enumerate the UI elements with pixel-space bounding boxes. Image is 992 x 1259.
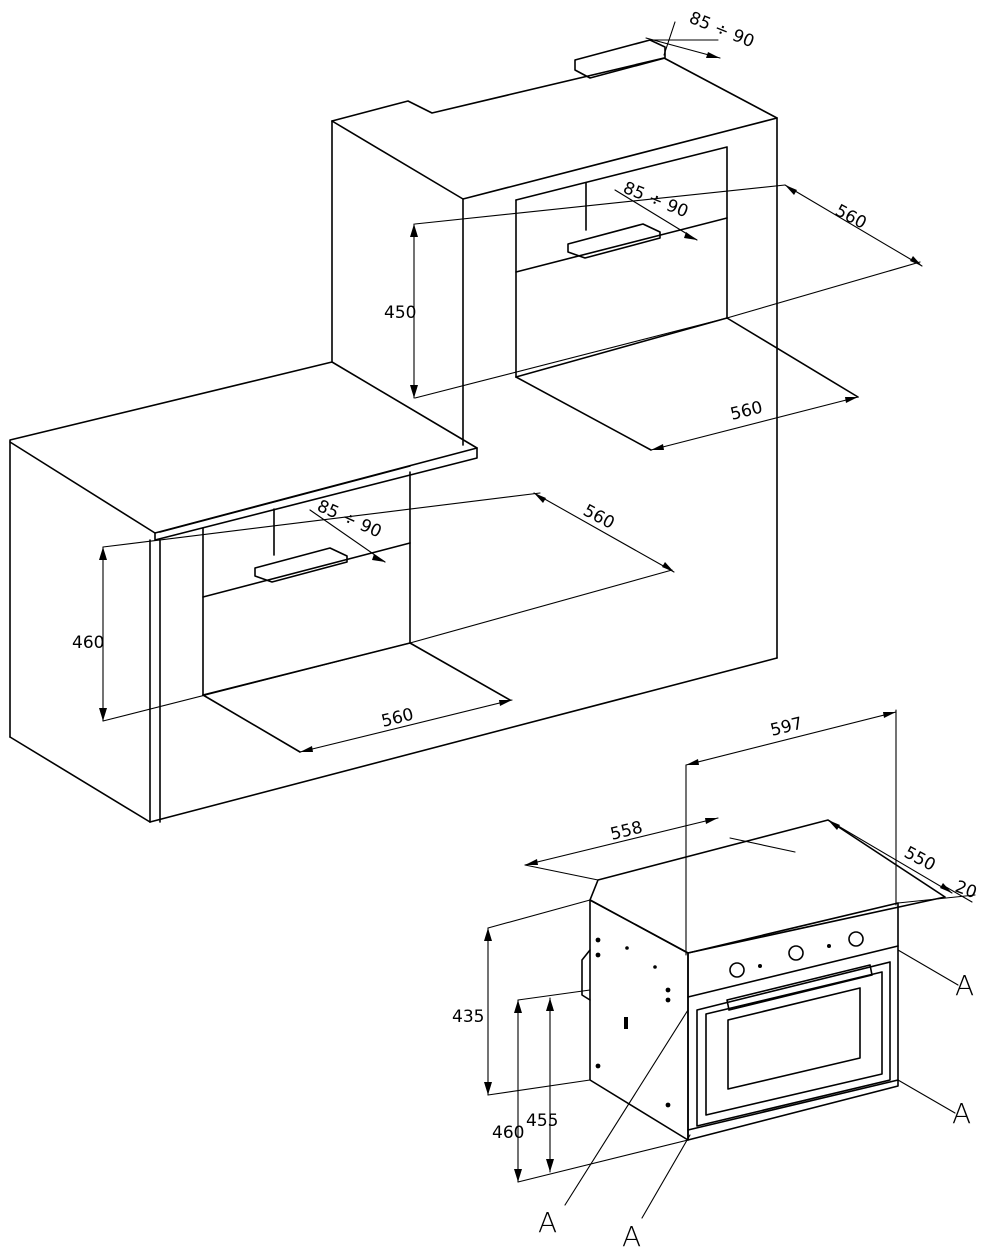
oven xyxy=(581,819,946,1141)
upper-niche-depth-label: 560 xyxy=(832,201,870,234)
oven-body-width-label: 558 xyxy=(608,818,644,845)
oven-body-height-label: 455 xyxy=(526,1111,558,1131)
oven-dimension-lines xyxy=(484,709,976,1219)
cabinet-dimension-lines xyxy=(99,21,923,753)
oven-dimension-labels: 597 558 550 20 435 460 455 xyxy=(452,714,979,1143)
cabinet-dimension-labels: 85 ÷ 90 85 ÷ 90 560 450 560 85 ÷ 90 560 … xyxy=(72,8,870,732)
oven-total-height-label: 460 xyxy=(492,1123,524,1143)
section-label-right-top: A xyxy=(955,969,974,1002)
section-label-bottom-left: A xyxy=(538,1206,557,1239)
upper-niche-height-label: 450 xyxy=(384,303,416,323)
lower-cabinet xyxy=(9,361,778,823)
oven-side-height-label: 435 xyxy=(452,1007,484,1027)
oven-front-thickness-label: 20 xyxy=(952,877,979,903)
section-labels: A A A A xyxy=(538,969,974,1253)
upper-top-gap-label: 85 ÷ 90 xyxy=(686,8,757,52)
upper-niche-width-label: 560 xyxy=(728,398,764,425)
lower-niche-height-label: 460 xyxy=(72,633,104,653)
section-label-right-bottom: A xyxy=(952,1097,971,1130)
upper-inner-gap-label: 85 ÷ 90 xyxy=(620,178,691,222)
lower-niche-width-label: 560 xyxy=(379,705,415,732)
lower-niche-depth-label: 560 xyxy=(580,501,618,534)
section-label-bottom-center: A xyxy=(622,1220,641,1253)
upper-cabinet xyxy=(331,39,921,659)
